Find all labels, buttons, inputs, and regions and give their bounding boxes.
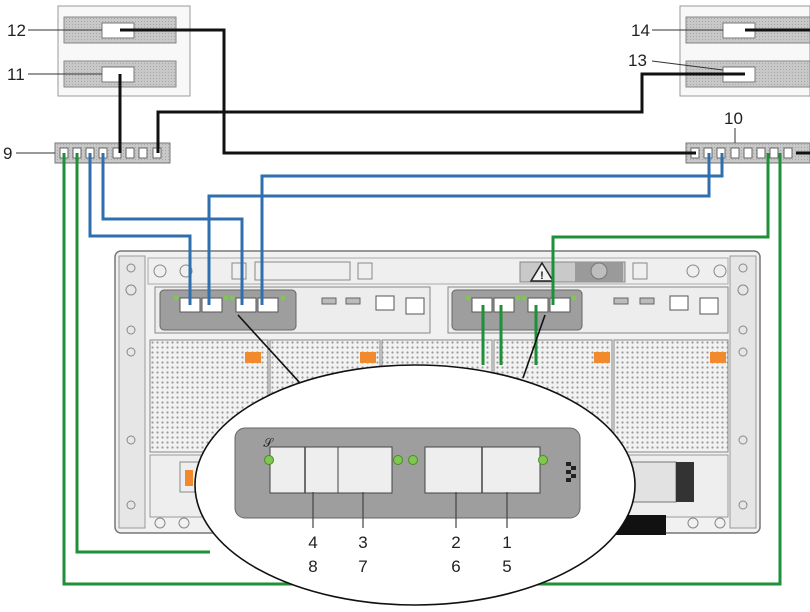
- switch-left: [55, 143, 170, 163]
- switch-right: [686, 143, 810, 163]
- callout-11: 11: [7, 65, 25, 84]
- callout-10: 10: [724, 109, 743, 128]
- callout-3: 3: [358, 533, 367, 552]
- callout-12: 12: [7, 21, 26, 40]
- callout-2: 2: [451, 533, 460, 552]
- callout-14: 14: [631, 21, 650, 40]
- callout-13: 13: [628, 51, 647, 70]
- controller-b: [448, 287, 728, 333]
- svg-text:!: !: [540, 270, 544, 282]
- port-panel: 𝒮: [235, 428, 580, 518]
- callout-5: 5: [502, 557, 511, 576]
- controller-a: [155, 287, 430, 333]
- server-left: [58, 6, 190, 96]
- callout-6: 6: [451, 557, 460, 576]
- callout-9: 9: [3, 144, 12, 163]
- callout-1: 1: [502, 533, 511, 552]
- callout-8: 8: [308, 557, 317, 576]
- callout-7: 7: [358, 557, 367, 576]
- server-right: [680, 6, 810, 96]
- callout-4: 4: [308, 533, 317, 552]
